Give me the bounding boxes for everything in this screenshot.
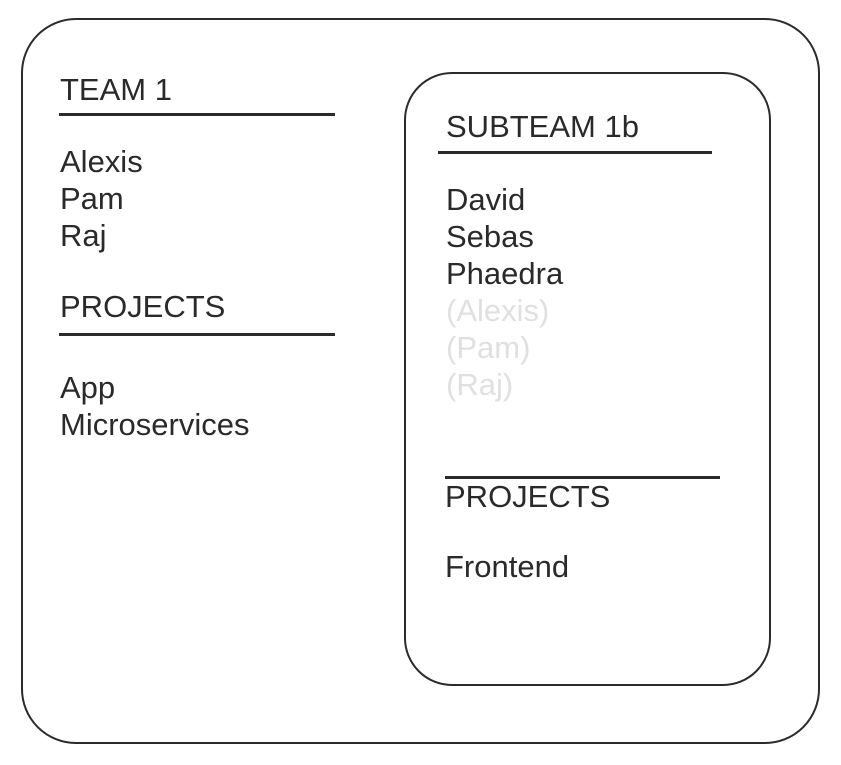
subteam-projects-title: PROJECTS: [445, 479, 611, 514]
team-member: Raj: [60, 218, 107, 253]
team-project: Microservices: [60, 407, 250, 442]
team-member: Pam: [60, 181, 124, 216]
subteam-project: Frontend: [445, 549, 570, 584]
team-projects-title: PROJECTS: [60, 289, 226, 324]
team-scope-box: TEAM 1 Alexis Pam Raj PROJECTS App Micro…: [21, 18, 820, 744]
subteam-shadowed-member: (Pam): [446, 330, 531, 365]
subteam-projects-overline: [445, 476, 720, 479]
subteam-shadowed-member: (Alexis): [446, 293, 550, 328]
subteam-title-underline: [438, 151, 712, 154]
subteam-member: Sebas: [446, 219, 534, 254]
subteam-member: David: [446, 182, 526, 217]
subteam-shadowed-member: (Raj): [446, 367, 514, 402]
team-title-underline: [59, 113, 335, 116]
subteam-project-list: Frontend: [445, 548, 569, 585]
team-project-list: App Microservices: [60, 369, 249, 443]
team-projects-underline: [59, 333, 335, 336]
team-member-list: Alexis Pam Raj: [60, 143, 143, 254]
team-member: Alexis: [60, 144, 143, 179]
team-title: TEAM 1: [60, 72, 172, 107]
subteam-scope-box: SUBTEAM 1b David Sebas Phaedra (Alexis) …: [404, 72, 771, 686]
subteam-member-list: David Sebas Phaedra (Alexis) (Pam) (Raj): [446, 181, 563, 403]
subteam-member: Phaedra: [446, 256, 564, 291]
team-project: App: [60, 370, 116, 405]
subteam-title: SUBTEAM 1b: [446, 109, 639, 144]
